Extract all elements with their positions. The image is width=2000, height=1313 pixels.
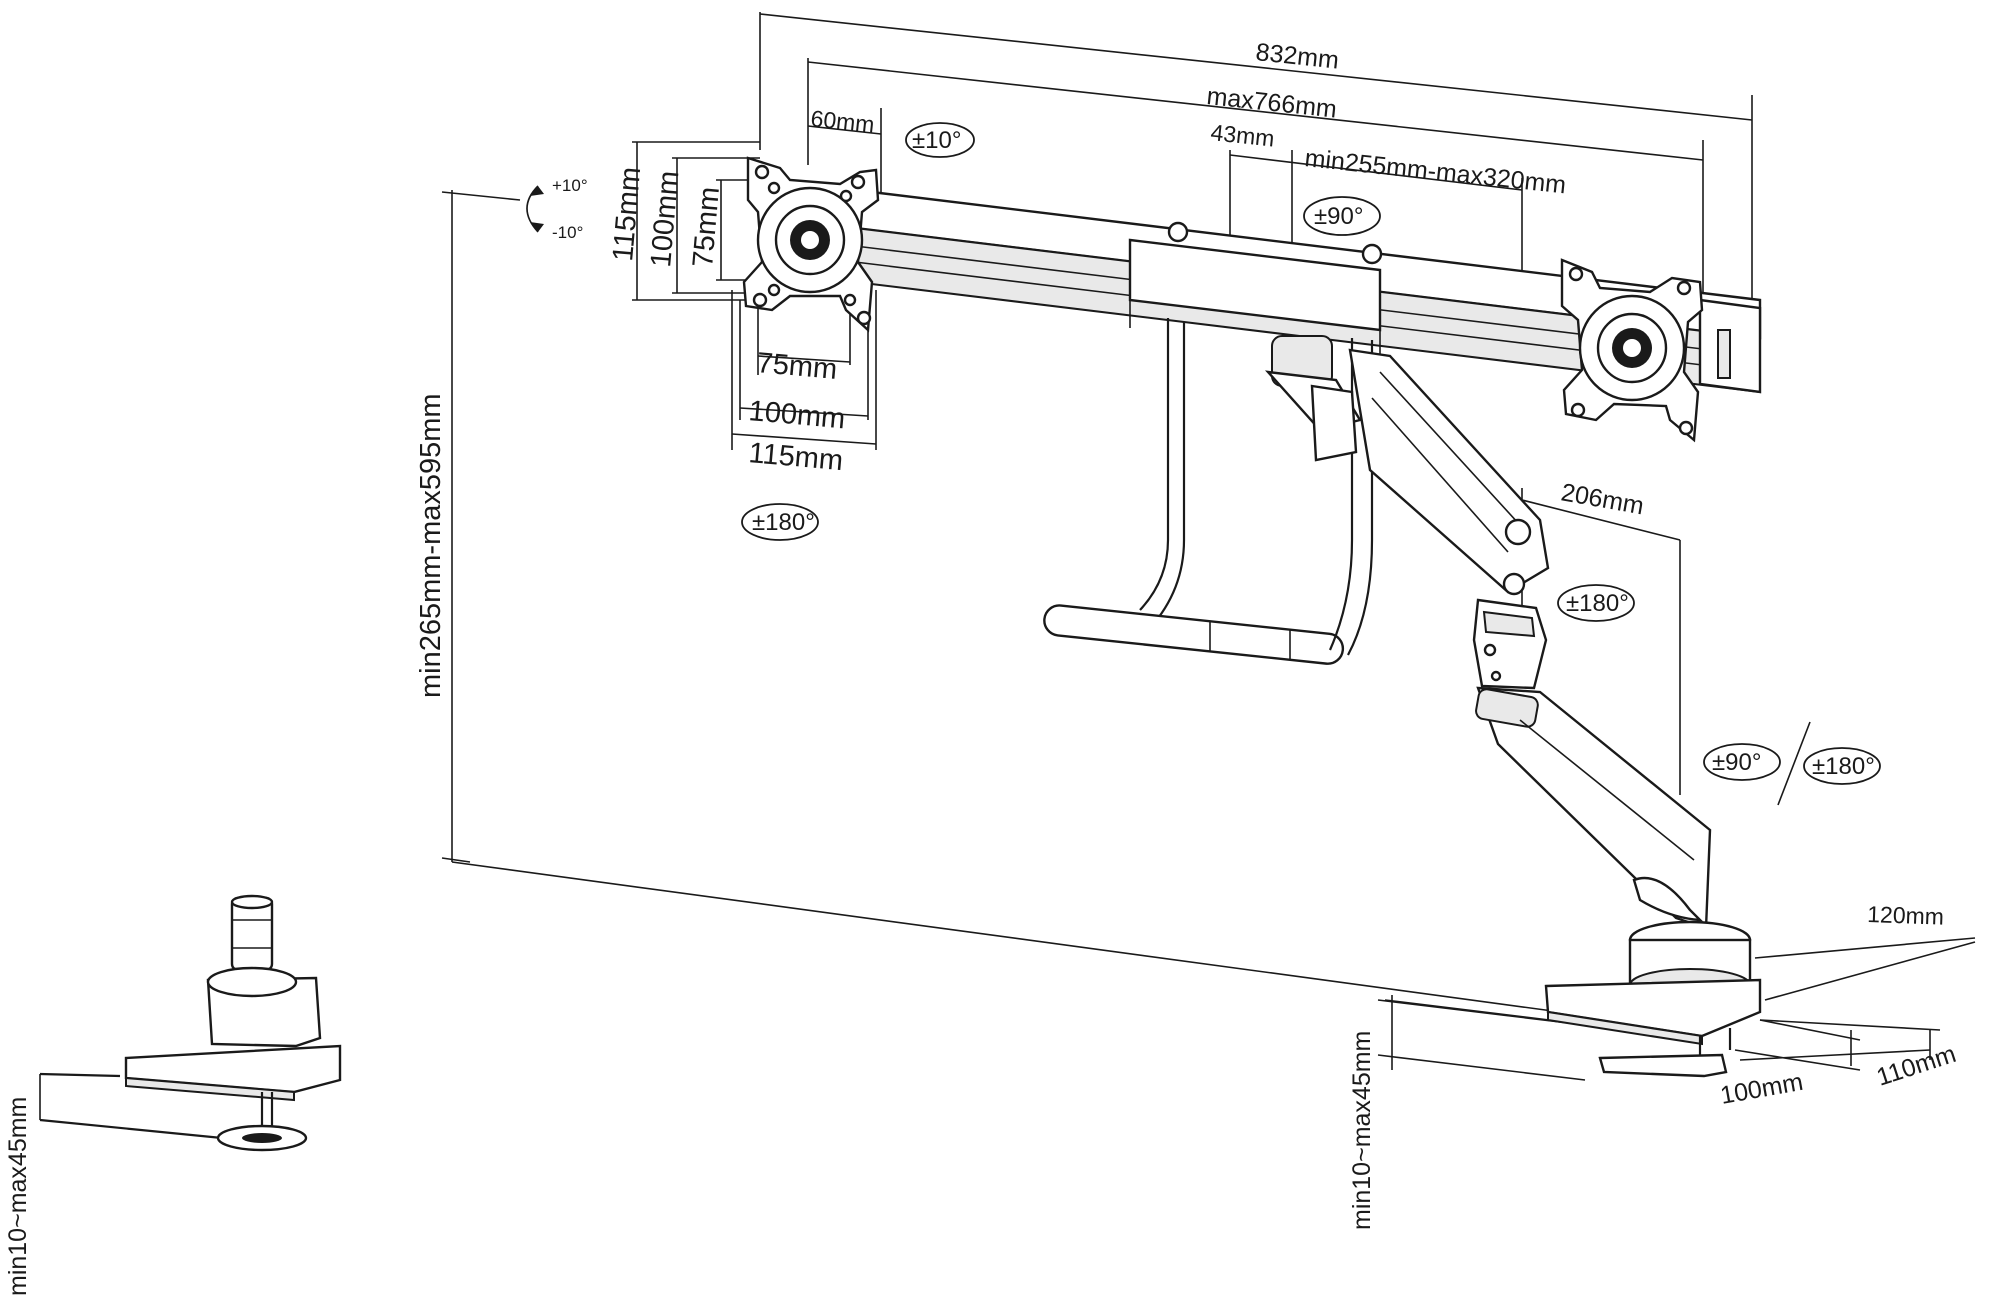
label-base-depth-110: 110mm [1873, 1040, 1959, 1092]
label-max-width: max766mm [1205, 82, 1338, 123]
rotation-badge-plate: ±180° [741, 503, 819, 541]
label-vesa-h-75: 75mm [687, 186, 726, 269]
rotation-arrow-icon [526, 185, 539, 233]
dimension-lines [441, 12, 1976, 1081]
tilt-plus-label: +10° [552, 176, 588, 195]
clamp-detail [39, 894, 342, 1152]
rotation-plate-label: ±180° [752, 509, 815, 536]
label-desk-clamp-detail: min10~max45mm [4, 1097, 32, 1296]
rotation-badge-swivel-arm: ±90° [1703, 743, 1781, 781]
label-vesa-w-115: 115mm [747, 437, 844, 477]
label-arm-height: min265mm-max595mm [415, 393, 447, 698]
label-vesa-h-115: 115mm [607, 166, 647, 263]
rotation-base-label: ±180° [1812, 753, 1875, 780]
rotation-badge-swivel-center: ±90° [1303, 196, 1381, 236]
handle [1043, 318, 1374, 665]
label-vesa-w-100: 100mm [747, 395, 846, 435]
rotation-badge-tilt-top: ±10° [905, 122, 975, 158]
rotation-tilt-top-label: ±10° [912, 127, 961, 154]
monitor-arm [1264, 335, 1762, 1078]
rotation-swivel-center-label: ±90° [1314, 203, 1363, 230]
rotation-badge-base: ±180° [1803, 747, 1881, 785]
label-overall-width: 832mm [1254, 38, 1340, 75]
vesa-plate-left [742, 156, 880, 333]
rotation-swivel-arm-label: ±90° [1712, 749, 1761, 776]
rotation-arm-label: ±180° [1566, 590, 1629, 617]
tilt-minus-label: -10° [552, 223, 583, 242]
tilt-indicator: +10° -10° [526, 176, 588, 242]
rotation-badge-arm: ±180° [1557, 584, 1635, 622]
label-vesa-h-100: 100mm [645, 169, 685, 268]
vesa-plate-right [1560, 258, 1704, 443]
dimension-labels: 832mm max766mm 60mm 43mm min255mm-max320… [4, 38, 1959, 1296]
label-base-depth-100: 100mm [1718, 1068, 1805, 1110]
crossbar [853, 188, 1762, 394]
label-pole-spacing: min255mm-max320mm [1303, 144, 1567, 199]
label-vesa-w-75: 75mm [755, 347, 838, 386]
label-center-gap: 43mm [1209, 119, 1275, 152]
label-arm-reach: 206mm [1559, 478, 1646, 520]
label-base-width: 120mm [1867, 901, 1945, 930]
label-desk-clamp: min10~max45mm [1348, 1031, 1376, 1230]
label-plate-offset: 60mm [809, 105, 875, 138]
